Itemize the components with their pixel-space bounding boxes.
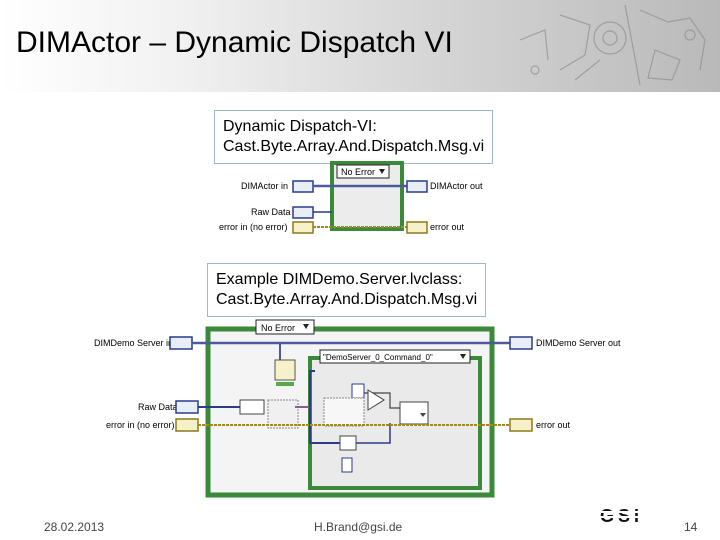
case-selector-label: No Error: [341, 167, 375, 177]
error-out-terminal[interactable]: [406, 221, 428, 234]
raw-data-label: Raw Data: [138, 402, 178, 412]
error-out-label: error out: [536, 420, 571, 430]
inner-case-selector[interactable]: [319, 349, 471, 364]
caption-dimdemo-example: Example DIMDemo.Server.lvclass: Cast.Byt…: [207, 263, 487, 317]
raw-data-terminal[interactable]: [175, 400, 199, 414]
index-node[interactable]: [351, 383, 365, 399]
header-decoration: [519, 4, 706, 86]
error-out-label: error out: [430, 222, 465, 232]
block-diagram-bottom: No Error "DemoServer_0_Command_0" DIMDem…: [94, 319, 621, 498]
slide-title: DIMActor – Dynamic Dispatch VI: [16, 26, 453, 59]
error-in-label: error in (no error): [219, 222, 288, 232]
case-selector[interactable]: [336, 164, 390, 179]
caption-line-2: Cast.Byte.Array.And.Dispatch.Msg.vi: [223, 138, 485, 155]
raw-data-label: Raw Data: [251, 207, 291, 217]
block-diagram-top: No Error DIMActor in Raw Data error in (…: [219, 161, 483, 234]
constant-node[interactable]: [341, 457, 353, 473]
dimdemo-in-label: DIMDemo Server in: [94, 338, 173, 348]
error-in-terminal[interactable]: [175, 418, 199, 432]
dropdown-arrow-icon: [303, 324, 309, 329]
caption-line-2: Cast.Byte.Array.And.Dispatch.Msg.vi: [216, 291, 478, 308]
dimactor-in-label: DIMActor in: [241, 181, 288, 191]
dimactor-out-terminal[interactable]: [406, 180, 428, 193]
dimactor-out-label: DIMActor out: [430, 181, 483, 191]
gsi-logo: GSI: [598, 506, 678, 526]
error-in-label: error in (no error): [106, 420, 175, 430]
caption-line-1: Dynamic Dispatch-VI:: [223, 118, 377, 135]
footer-date: 28.02.2013: [44, 520, 105, 534]
dimdemo-out-label: DIMDemo Server out: [536, 338, 621, 348]
dimdemo-in-terminal[interactable]: [169, 336, 193, 350]
compare-node[interactable]: [367, 389, 385, 411]
unbundle-node[interactable]: [274, 359, 296, 381]
outer-case-selector[interactable]: [255, 319, 315, 335]
page-number: 14: [684, 520, 698, 534]
dropdown-arrow-icon: [460, 354, 466, 359]
error-in-terminal[interactable]: [292, 221, 314, 234]
dropdown-arrow-icon: [379, 169, 385, 174]
outer-case-selector-label: No Error: [261, 323, 295, 333]
bundle-node[interactable]: [339, 435, 357, 451]
dimactor-in-terminal[interactable]: [292, 180, 314, 193]
caption-line-1: Example DIMDemo.Server.lvclass:: [216, 271, 463, 288]
dimdemo-out-terminal[interactable]: [509, 336, 533, 350]
inner-cluster: [323, 397, 365, 427]
cluster-constant: [267, 399, 299, 429]
unflatten-node[interactable]: [239, 399, 265, 415]
header-band: DIMActor – Dynamic Dispatch VI: [0, 0, 720, 92]
footer-author-email[interactable]: H.Brand@gsi.de: [314, 520, 403, 534]
error-out-terminal[interactable]: [509, 418, 533, 432]
raw-data-terminal[interactable]: [292, 206, 314, 219]
inner-case-selector-label: "DemoServer_0_Command_0": [323, 353, 433, 362]
caption-dynamic-dispatch: Dynamic Dispatch-VI: Cast.Byte.Array.And…: [214, 110, 494, 164]
